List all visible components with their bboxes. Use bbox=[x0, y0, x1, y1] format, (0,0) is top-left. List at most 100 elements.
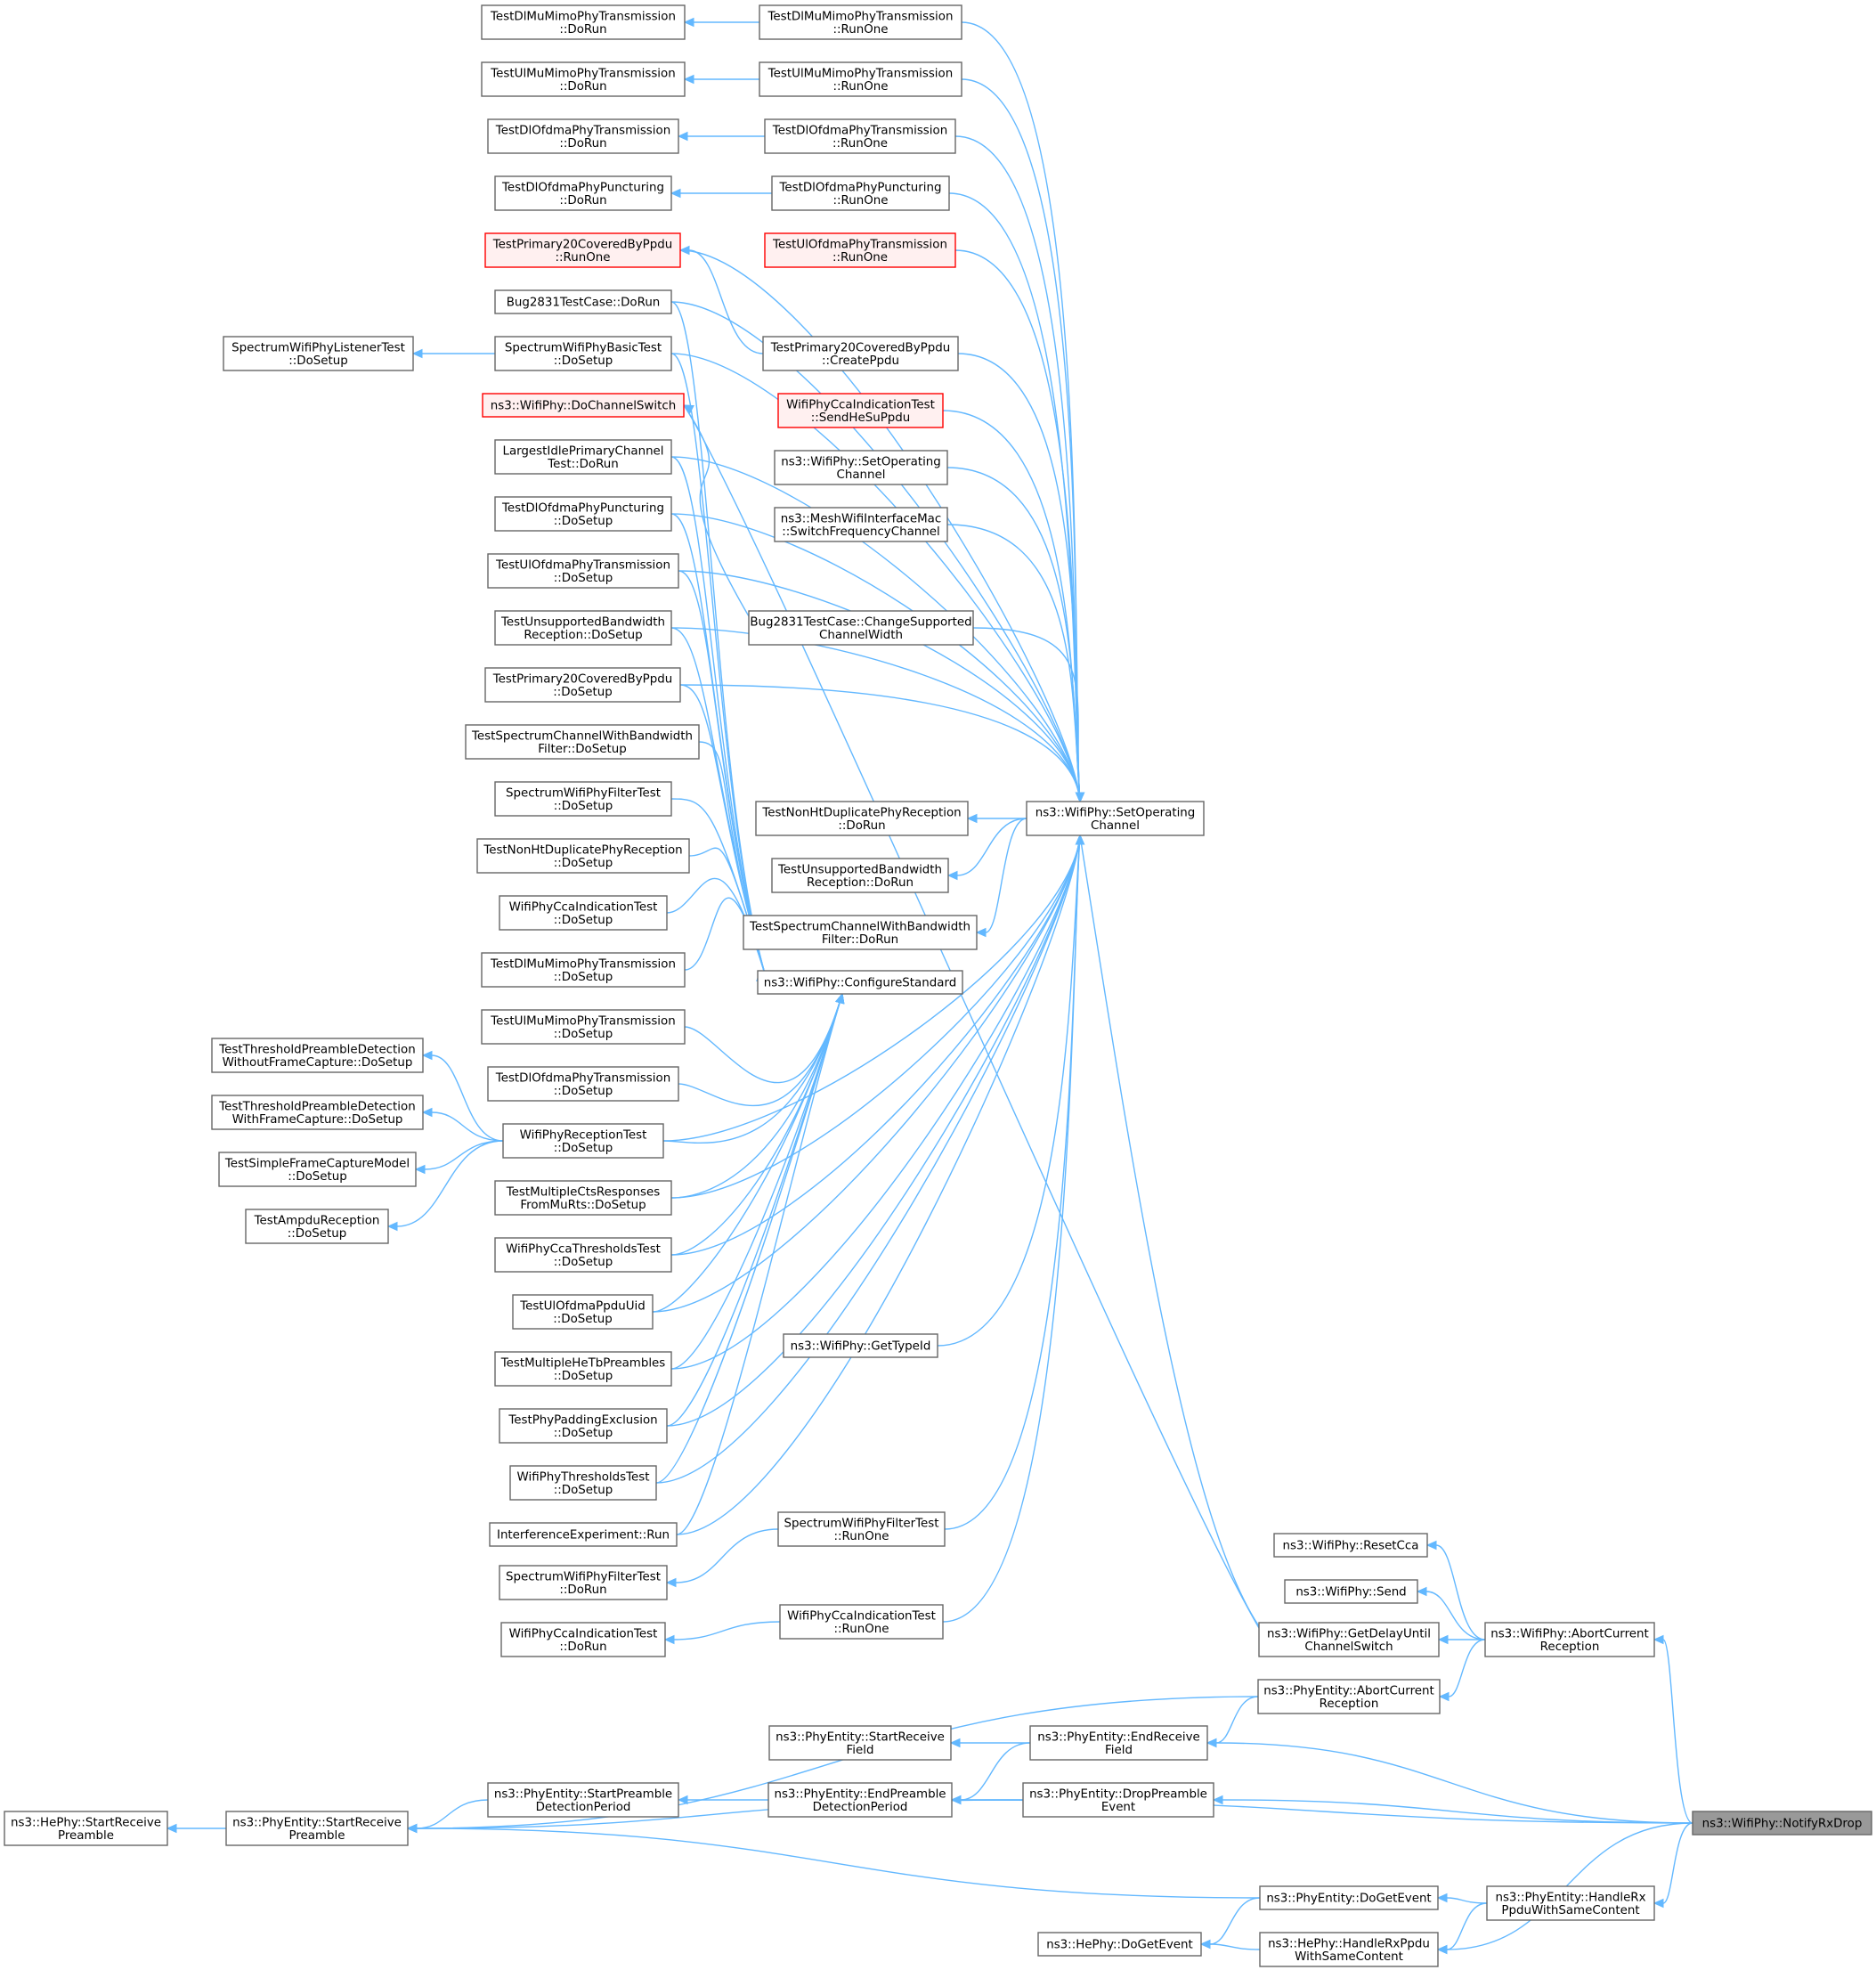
node-ulmumimo-runone[interactable]: TestUlMuMimoPhyTransmission::RunOne bbox=[759, 61, 962, 97]
node-label: ns3::MeshWifiInterfaceMac bbox=[781, 512, 941, 525]
node-multicts[interactable]: TestMultipleCtsResponsesFromMuRts::DoSet… bbox=[494, 1180, 672, 1216]
node-dlmumimo-dorun[interactable]: TestDlMuMimoPhyTransmission::DoRun bbox=[481, 4, 686, 40]
node-dlofdma-runone[interactable]: TestDlOfdmaPhyTransmission::RunOne bbox=[764, 118, 956, 154]
edge-arrowhead bbox=[1416, 1586, 1427, 1597]
node-label: TestDlOfdmaPhyPuncturing bbox=[501, 501, 664, 515]
node-label: ::DoSetup bbox=[288, 1227, 347, 1241]
node-ulofdmauid[interactable]: TestUlOfdmaPpduUid::DoSetup bbox=[512, 1294, 654, 1330]
node-simplefc[interactable]: TestSimpleFrameCaptureModel::DoSetup bbox=[218, 1152, 417, 1187]
node-label: ::DoSetup bbox=[554, 914, 613, 927]
node-handlerx-entity[interactable]: ns3::PhyEntity::HandleRxPpduWithSameCont… bbox=[1486, 1885, 1655, 1921]
node-bug2831-dorun[interactable]: Bug2831TestCase::DoRun bbox=[494, 289, 672, 314]
node-cca-dosetup[interactable]: WifiPhyCcaIndicationTest::DoSetup bbox=[499, 895, 668, 931]
node-ulofdma-runone[interactable]: TestUlOfdmaPhyTransmission::RunOne bbox=[764, 232, 956, 268]
node-padding[interactable]: TestPhyPaddingExclusion::DoSetup bbox=[499, 1408, 668, 1444]
node-dlmumimo-dosetup[interactable]: TestDlMuMimoPhyTransmission::DoSetup bbox=[481, 952, 686, 988]
node-bug2831-changebw[interactable]: Bug2831TestCase::ChangeSupportedChannelW… bbox=[748, 610, 974, 646]
node-phythresh[interactable]: WifiPhyThresholdsTest::DoSetup bbox=[509, 1465, 657, 1501]
edge-line bbox=[1222, 1799, 1693, 1824]
node-dlofdma-dosetup[interactable]: TestDlOfdmaPhyTransmission::DoSetup bbox=[487, 1066, 679, 1102]
node-prim20-runone[interactable]: TestPrimary20CoveredByPpdu::RunOne bbox=[484, 232, 681, 268]
node-resetcca[interactable]: ns3::WifiPhy::ResetCca bbox=[1273, 1533, 1428, 1558]
node-nonht-dorun[interactable]: TestNonHtDuplicatePhyReception::DoRun bbox=[755, 801, 969, 836]
node-label: Field bbox=[847, 1744, 874, 1757]
node-dochannelswitch[interactable]: ns3::WifiPhy::DoChannelSwitch bbox=[482, 393, 685, 418]
node-label: Bug2831TestCase::ChangeSupported bbox=[750, 615, 971, 629]
node-ulmumimo-dorun[interactable]: TestUlMuMimoPhyTransmission::DoRun bbox=[481, 61, 686, 97]
node-ulmumimo-dosetup[interactable]: TestUlMuMimoPhyTransmission::DoSetup bbox=[481, 1009, 686, 1045]
node-cca-runone[interactable]: WifiPhyCcaIndicationTest::RunOne bbox=[779, 1604, 944, 1640]
node-cca-sendhesu[interactable]: WifiPhyCcaIndicationTest::SendHeSuPpdu bbox=[777, 393, 944, 428]
node-dlpunct-dorun[interactable]: TestDlOfdmaPhyPuncturing::DoRun bbox=[494, 175, 672, 211]
node-reception-dosetup[interactable]: WifiPhyReceptionTest::DoSetup bbox=[502, 1123, 664, 1159]
node-label: ns3::HePhy::StartReceive bbox=[11, 1816, 161, 1829]
node-label: TestUlOfdmaPhyTransmission bbox=[495, 558, 670, 572]
node-specchanbw-dosetup[interactable]: TestSpectrumChannelWithBandwidthFilter::… bbox=[465, 724, 700, 760]
node-label: Event bbox=[1101, 1801, 1135, 1814]
node-notifyrxdrop[interactable]: ns3::WifiPhy::NotifyRxDrop bbox=[1692, 1811, 1872, 1836]
node-dlpunct-runone[interactable]: TestDlOfdmaPhyPuncturing::RunOne bbox=[771, 175, 950, 211]
node-specchanbw-dorun[interactable]: TestSpectrumChannelWithBandwidthFilter::… bbox=[743, 915, 978, 950]
node-box bbox=[1692, 1811, 1872, 1836]
node-label: ::DoSetup bbox=[288, 354, 348, 368]
node-dogetevent[interactable]: ns3::PhyEntity::DoGetEvent bbox=[1259, 1885, 1439, 1910]
node-listener-dosetup[interactable]: SpectrumWifiPhyListenerTest::DoSetup bbox=[223, 336, 414, 371]
node-configurestd[interactable]: ns3::WifiPhy::ConfigureStandard bbox=[757, 970, 963, 995]
node-dlofdma-dorun[interactable]: TestDlOfdmaPhyTransmission::DoRun bbox=[487, 118, 679, 154]
edge-line bbox=[961, 78, 1081, 802]
node-interf-run[interactable]: InterferenceExperiment::Run bbox=[489, 1522, 678, 1547]
node-box bbox=[499, 1408, 668, 1444]
node-label: ns3::PhyEntity::DropPreamble bbox=[1029, 1787, 1207, 1801]
node-label: TestPrimary20CoveredByPpdu bbox=[492, 672, 672, 686]
node-box bbox=[783, 1333, 938, 1358]
edge-arrowhead bbox=[1437, 1634, 1449, 1645]
node-basic-dosetup[interactable]: SpectrumWifiPhyBasicTest::DoSetup bbox=[494, 336, 672, 371]
node-endpreambledet[interactable]: ns3::PhyEntity::EndPreambleDetectionPeri… bbox=[767, 1782, 953, 1818]
node-ccathresh[interactable]: WifiPhyCcaThresholdsTest::DoSetup bbox=[494, 1237, 672, 1273]
node-gettypeid[interactable]: ns3::WifiPhy::GetTypeId bbox=[783, 1333, 938, 1358]
node-dlmumimo-runone[interactable]: TestDlMuMimoPhyTransmission::RunOne bbox=[759, 4, 962, 40]
edge-line bbox=[957, 353, 1081, 802]
node-filter-runone[interactable]: SpectrumWifiPhyFilterTest::RunOne bbox=[777, 1511, 946, 1547]
node-label: TestDlOfdmaPhyPuncturing bbox=[778, 181, 941, 194]
node-label: TestUlMuMimoPhyTransmission bbox=[490, 67, 675, 80]
node-filter-dosetup[interactable]: SpectrumWifiPhyFilterTest::DoSetup bbox=[494, 781, 672, 817]
edge-arrowhead bbox=[421, 1107, 433, 1118]
node-hephy-dogetevent[interactable]: ns3::HePhy::DoGetEvent bbox=[1037, 1932, 1202, 1957]
node-label: ::DoSetup bbox=[554, 515, 613, 528]
node-prim20-dosetup[interactable]: TestPrimary20CoveredByPpdu::DoSetup bbox=[484, 667, 681, 703]
node-box bbox=[1029, 1725, 1208, 1761]
edge-line bbox=[673, 1621, 781, 1640]
node-label: Test::DoRun bbox=[547, 458, 619, 471]
node-label: ::DoSetup bbox=[554, 1085, 613, 1098]
node-cca-dorun[interactable]: WifiPhyCcaIndicationTest::DoRun bbox=[500, 1622, 666, 1657]
node-startpreambledet[interactable]: ns3::PhyEntity::StartPreambleDetectionPe… bbox=[487, 1782, 679, 1818]
node-ampdu[interactable]: TestAmpduReception::DoSetup bbox=[245, 1209, 389, 1244]
node-prim20-createppdu[interactable]: TestPrimary20CoveredByPpdu::CreatePpdu bbox=[762, 336, 959, 371]
node-dlpunct-dosetup[interactable]: TestDlOfdmaPhyPuncturing::DoSetup bbox=[494, 496, 672, 532]
node-label: ns3::WifiPhy::ResetCca bbox=[1283, 1540, 1419, 1553]
node-unsupbw-dosetup[interactable]: TestUnsupportedBandwidthReception::DoSet… bbox=[494, 610, 672, 646]
node-ulofdma-dosetup[interactable]: TestUlOfdmaPhyTransmission::DoSetup bbox=[487, 553, 679, 589]
node-nonht-dosetup[interactable]: TestNonHtDuplicatePhyReception::DoSetup bbox=[476, 838, 690, 874]
node-filter-dorun[interactable]: SpectrumWifiPhyFilterTest::DoRun bbox=[499, 1565, 668, 1600]
node-meshswitch[interactable]: ns3::MeshWifiInterfaceMac::SwitchFrequen… bbox=[774, 507, 948, 542]
node-send[interactable]: ns3::WifiPhy::Send bbox=[1284, 1579, 1418, 1604]
node-thresh-nofc[interactable]: TestThresholdPreambleDetectionWithoutFra… bbox=[211, 1038, 424, 1073]
edge-line bbox=[1215, 1696, 1259, 1744]
node-thresh-fc[interactable]: TestThresholdPreambleDetectionWithFrameC… bbox=[211, 1095, 424, 1130]
node-multihetb[interactable]: TestMultipleHeTbPreambles::DoSetup bbox=[494, 1351, 672, 1387]
